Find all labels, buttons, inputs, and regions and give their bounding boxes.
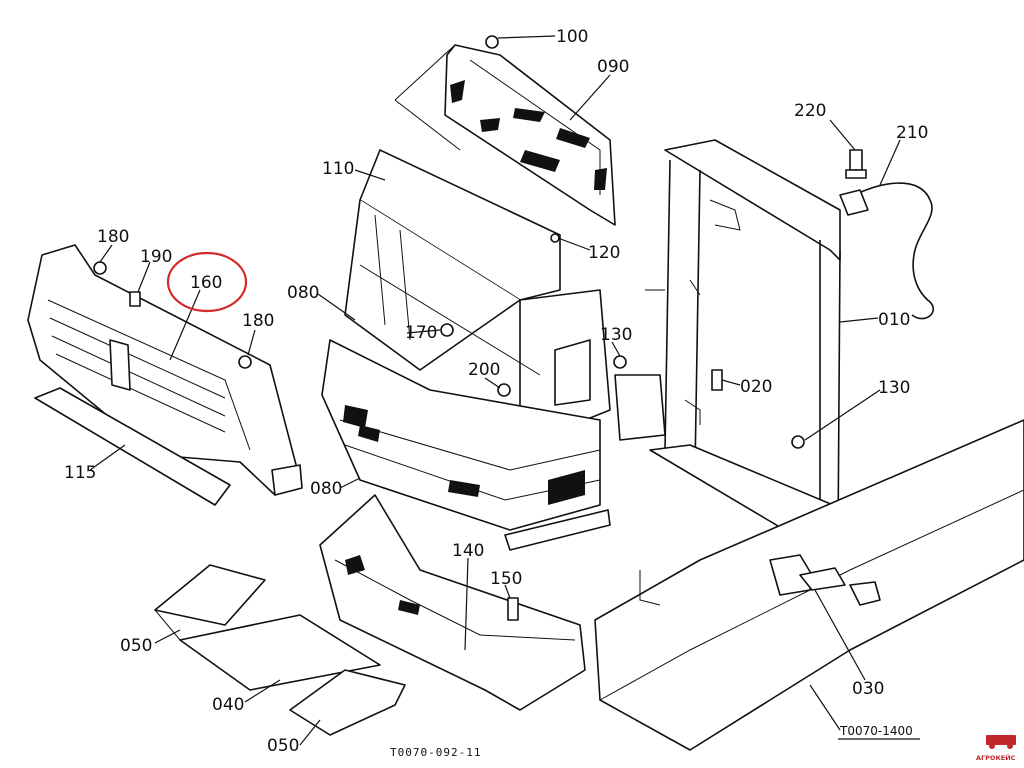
agrokeis-logo: АГРОКЕЙС <box>976 735 1016 762</box>
callout-180-upper: 180 <box>97 227 129 247</box>
callout-090: 090 <box>597 57 629 77</box>
nut-130a-icon <box>613 355 627 369</box>
callout-010: 010 <box>878 310 910 330</box>
tube-210 <box>839 182 935 320</box>
callout-170: 170 <box>405 323 437 343</box>
callout-120: 120 <box>588 243 620 263</box>
callout-080-upper: 080 <box>287 283 319 303</box>
top-cover-plate-090 <box>394 44 616 226</box>
callout-190: 190 <box>140 247 172 267</box>
bolt-170-icon <box>440 323 454 337</box>
bumper-140 <box>319 494 586 711</box>
highlight-circle-160 <box>166 251 248 313</box>
front-grille-160 <box>27 244 303 496</box>
callout-200: 200 <box>468 360 500 380</box>
bolt-200-icon <box>497 383 511 397</box>
leader-lines <box>89 35 901 746</box>
callout-140: 140 <box>452 541 484 561</box>
callout-050-lower: 050 <box>267 736 299 756</box>
callout-050-upper: 050 <box>120 636 152 656</box>
bolt-150-icon <box>507 597 519 621</box>
fasteners <box>93 35 805 621</box>
bolt-120-icon <box>550 233 560 243</box>
clip-190-icon <box>129 291 141 307</box>
callout-110: 110 <box>322 159 354 179</box>
callout-100: 100 <box>556 27 588 47</box>
callout-115: 115 <box>64 463 96 483</box>
clip-180a-icon <box>93 261 107 275</box>
callout-020: 020 <box>740 377 772 397</box>
nut-130b-icon <box>791 435 805 449</box>
callout-160: 160 <box>190 273 222 293</box>
callouts: 100 090 110 120 220 210 180 190 160 180 … <box>64 27 928 756</box>
bolt-220 <box>845 149 867 179</box>
callout-150: 150 <box>490 569 522 589</box>
drawing-number: T0070-092-11 <box>390 746 481 759</box>
clip-180b-icon <box>238 355 252 369</box>
callout-130-upper: 130 <box>600 325 632 345</box>
nut-100-icon <box>485 35 499 49</box>
watermark-text: АГРОКЕЙС <box>976 753 1016 762</box>
chassis-frame <box>594 419 1024 751</box>
lower-plate-115 <box>34 387 231 506</box>
callout-210: 210 <box>896 123 928 143</box>
pad-assembly-040-050 <box>154 564 406 736</box>
hood-frame-110 <box>344 149 611 431</box>
callout-180-lower: 180 <box>242 311 274 331</box>
callout-130-lower: 130 <box>878 378 910 398</box>
front-shroud-080 <box>321 339 611 551</box>
callout-080-lower: 080 <box>310 479 342 499</box>
bolt-020-icon <box>711 369 723 391</box>
reference-number: T0070-1400 <box>839 724 913 738</box>
callout-030: 030 <box>852 679 884 699</box>
callout-220: 220 <box>794 101 826 121</box>
callout-040: 040 <box>212 695 244 715</box>
radiator-frame-010 <box>614 139 861 546</box>
